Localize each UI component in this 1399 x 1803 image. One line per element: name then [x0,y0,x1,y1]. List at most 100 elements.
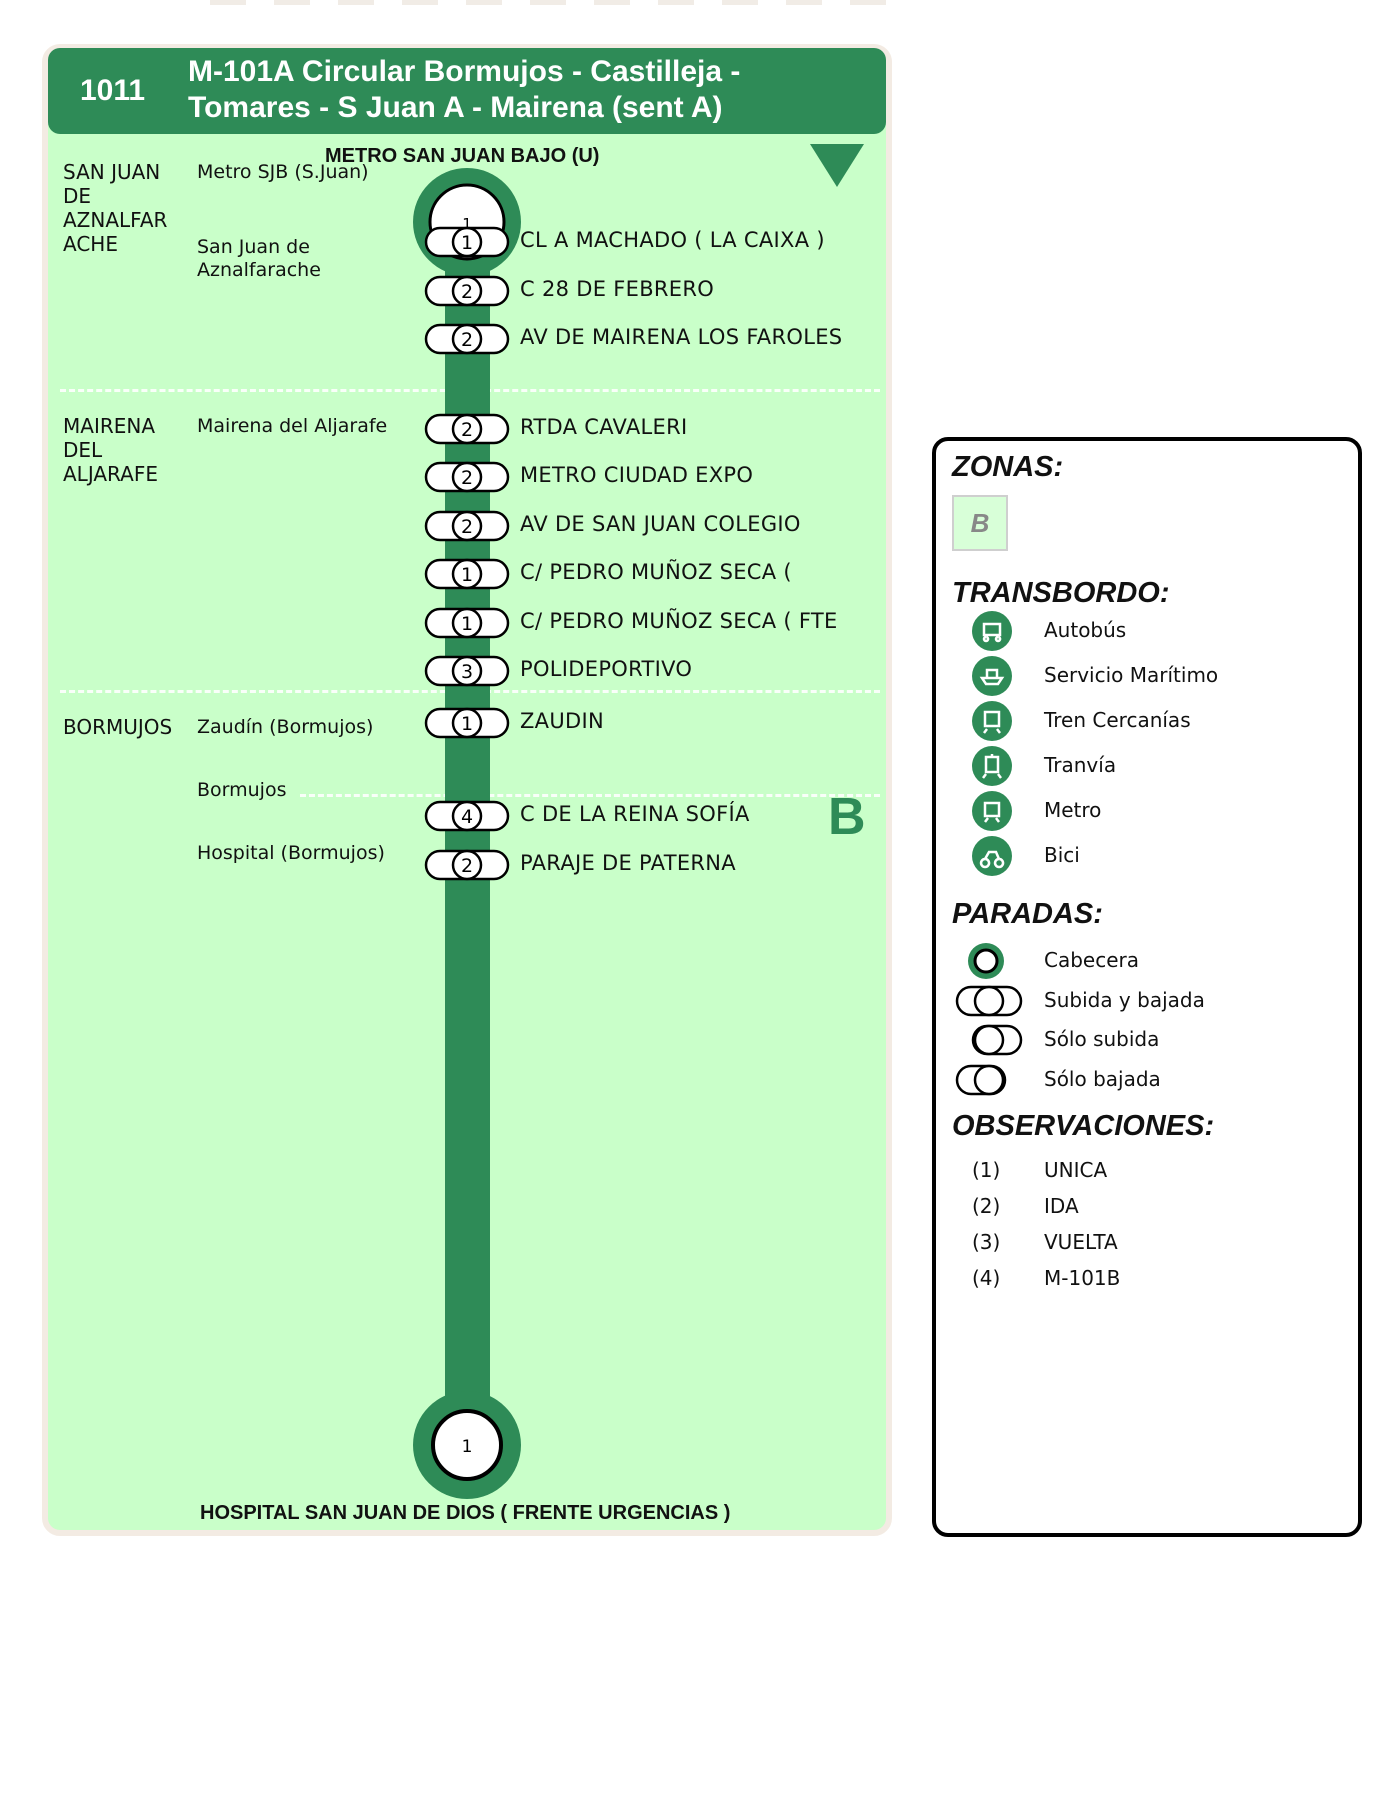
locality-label: San Juan de Aznalfarache [197,236,321,282]
stop-name[interactable]: CL A MACHADO ( LA CAIXA ) [520,228,825,252]
locality-label: Mairena del Aljarafe [197,415,387,438]
stop-circle [451,275,483,307]
locality-line: Bormujos [197,779,287,801]
origin-badge: 1 [462,215,472,233]
municipality-line: ACHE [63,232,118,256]
locality-label: Bormujos [197,779,287,802]
terminal-stop-icon [968,943,1004,979]
stop-name[interactable]: POLIDEPORTIVO [520,657,693,681]
observation-code: (2) [972,1194,1001,1218]
stop-observation-code: 1 [461,713,473,735]
parada-label: Cabecera [1044,948,1139,972]
stop-observation-code: 2 [461,467,473,489]
stop-circle [451,323,483,355]
destination-terminal-inner [431,1409,503,1481]
stop-name[interactable]: C DE LA REINA SOFÍA [520,802,750,826]
stop-symbol-icon: 1 [424,607,510,639]
stop-symbol-icon: 4 [424,800,510,832]
locality-label: Hospital (Bormujos) [197,842,385,865]
observation-label: IDA [1044,1194,1079,1218]
bike-icon [972,836,1012,876]
legend-paradas-title: PARADAS: [952,898,1103,930]
municipality-line: AZNALFAR [63,208,168,232]
municipality-line: SAN JUAN [63,160,161,184]
top-decoration-stripe [210,0,900,5]
parada-label: Sólo bajada [1044,1067,1161,1091]
train-icon [972,701,1012,741]
stop-name[interactable]: C 28 DE FEBRERO [520,277,715,301]
stop-symbol-icon: 2 [424,849,510,881]
observation-label: VUELTA [1044,1230,1118,1254]
stop-circle [451,800,483,832]
stop-symbols: 1 2 2 2 2 2 1 1 3 1 4 2 [424,226,510,881]
stop-observation-code: 4 [461,806,473,828]
stop-observation-code: 2 [461,329,473,351]
ship-icon [972,656,1012,696]
parada-label: Subida y bajada [1044,988,1205,1012]
route-code: 1011 [80,74,146,107]
stop-observation-code: 2 [461,419,473,441]
stop-circle [451,607,483,639]
direction-arrow-icon [810,144,864,187]
stop-circle [451,226,483,258]
stop-circle [451,655,483,687]
tram-icon [972,746,1012,786]
stop-symbol-icon: 2 [424,510,510,542]
locality-label: Zaudín (Bormujos) [197,716,373,739]
observation-code: (3) [972,1230,1001,1254]
municipality-mairena: MAIRENA DEL ALJARAFE [63,414,183,486]
stop-symbol-icon: 2 [424,275,510,307]
zone-marker: B [828,788,866,846]
stop-circle [451,461,483,493]
stop-name[interactable]: C/ PEDRO MUÑOZ SECA ( FTE [520,609,838,633]
stop-observation-code: 1 [461,232,473,254]
legend-zonas-title: ZONAS: [952,451,1064,483]
board-alight-stop-icon [955,985,1023,1017]
locality-line: Aznalfarache [197,259,321,281]
observation-code: (4) [972,1266,1001,1290]
locality-line: Mairena del Aljarafe [197,415,388,437]
route-header: 1011 M-101A Circular Bormujos - Castille… [48,48,886,134]
stop-circle [451,707,483,739]
legend-observaciones-title: OBSERVACIONES: [952,1110,1215,1142]
stop-name[interactable]: PARAJE DE PATERNA [520,851,736,875]
municipality-line: MAIRENA [63,414,156,438]
stop-name[interactable]: METRO CIUDAD EXPO [520,463,754,487]
observation-label: M-101B [1044,1266,1121,1290]
transbordo-label: Autobús [1044,618,1127,642]
bus-icon [972,611,1012,651]
locality-line: Metro SJB (S.Juan) [197,161,369,183]
origin-name: METRO SAN JUAN BAJO (U) [325,145,600,167]
stop-observation-code: 1 [461,613,473,635]
stop-name[interactable]: AV DE MAIRENA LOS FAROLES [520,325,843,349]
locality-separator [300,794,880,797]
alight-only-stop-icon [955,1064,1007,1096]
transbordo-label: Servicio Marítimo [1044,663,1219,687]
stop-observation-code: 2 [461,855,473,877]
stop-symbol-icon: 2 [424,461,510,493]
stop-symbol-icon: 3 [424,655,510,687]
legend-zone-box: B [952,495,1008,551]
parada-label: Sólo subida [1044,1027,1160,1051]
locality-line: San Juan de [197,236,310,258]
stop-observation-code: 1 [461,564,473,586]
stop-circle [451,510,483,542]
metro-icon [972,791,1012,831]
observation-code: (1) [972,1158,1001,1182]
locality-line: Hospital (Bormujos) [197,842,385,864]
municipality-bormujos: BORMUJOS [63,715,172,739]
stop-circle [451,849,483,881]
locality-line: Zaudín (Bormujos) [197,716,374,738]
observation-label: UNICA [1044,1158,1108,1182]
stop-name[interactable]: AV DE SAN JUAN COLEGIO [520,512,801,536]
stop-name[interactable]: RTDA CAVALERI [520,415,688,439]
stop-symbol-icon: 1 [424,226,510,258]
stop-observation-code: 2 [461,281,473,303]
destination-name: HOSPITAL SAN JUAN DE DIOS ( FRENTE URGEN… [200,1502,731,1524]
municipality-san-juan: SAN JUAN DE AZNALFAR ACHE [63,160,183,256]
stop-circle [451,558,483,590]
stop-name[interactable]: C/ PEDRO MUÑOZ SECA ( [520,560,792,584]
stop-name[interactable]: ZAUDIN [520,709,604,733]
